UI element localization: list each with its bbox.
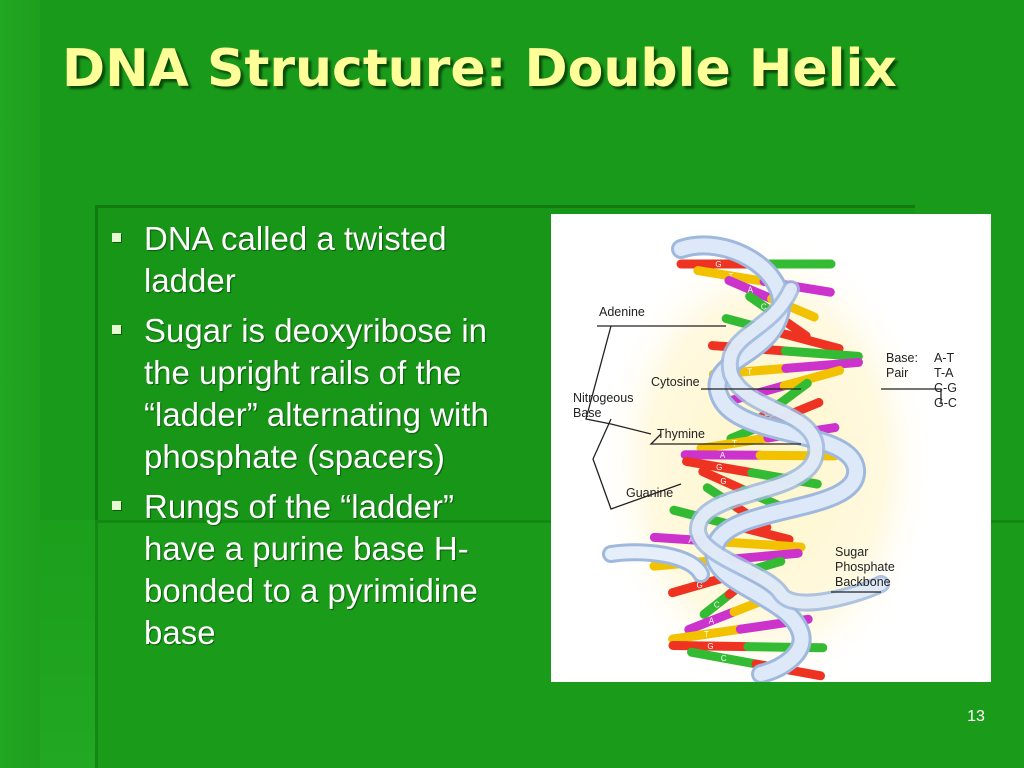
rung-segment <box>723 537 806 552</box>
rung-segment <box>699 589 734 619</box>
label-pair-at: A-T <box>934 351 955 365</box>
rung-segment <box>776 378 812 408</box>
rung-letter: C <box>721 654 727 663</box>
rung-segment <box>680 450 765 460</box>
rung-segment <box>696 433 773 453</box>
rung-segment <box>682 456 757 478</box>
label-cytosine: Cytosine <box>651 375 700 389</box>
label-pair-gc: G-C <box>934 396 957 410</box>
backbone-strand-2-highlight <box>692 283 887 609</box>
label-phosphate: Phosphate <box>835 560 895 574</box>
label-pair-ta: T-A <box>934 366 954 380</box>
label-sugar: Sugar <box>835 545 868 559</box>
rung-segment <box>778 329 844 354</box>
label-thymine: Thymine <box>657 427 705 441</box>
square-bullet-icon <box>112 325 121 334</box>
label-guanine: Guanine <box>626 486 673 500</box>
label-nitrogenous-base-2: Base <box>573 406 602 420</box>
bullet-list: DNA called a twisted ladder Sugar is deo… <box>110 218 530 662</box>
square-bullet-icon <box>112 501 121 510</box>
rung-letter: C <box>714 600 720 609</box>
rung-letter: A <box>748 286 754 295</box>
rung-segment <box>781 357 863 373</box>
background-stripe <box>0 0 40 768</box>
rung-segment <box>779 365 845 391</box>
square-bullet-icon <box>112 233 121 242</box>
bullet-item: DNA called a twisted ladder <box>110 218 530 302</box>
rung-letter: G <box>716 463 722 472</box>
rung-letter: G <box>720 477 726 486</box>
rung-letter: T <box>747 367 752 376</box>
label-pair-cg: C-G <box>934 381 957 395</box>
label-leader-lines <box>585 325 942 593</box>
rung-segment <box>687 647 761 669</box>
rung-segment <box>743 642 828 653</box>
page-number: 13 <box>967 708 985 725</box>
label-base-pair-2: Pair <box>886 366 908 380</box>
bullet-text: Rungs of the “ladder” have a purine base… <box>144 488 478 651</box>
rung-segment <box>668 624 745 644</box>
bullet-item: Rungs of the “ladder” have a purine base… <box>110 486 530 654</box>
rung-segment <box>668 641 753 652</box>
rung-letter: T <box>729 272 734 281</box>
rung-segment <box>668 572 732 598</box>
backbone-strand-tail-highlight <box>605 546 707 580</box>
rung-segment <box>724 276 777 304</box>
rung-letter: G <box>707 642 713 651</box>
label-backbone: Backbone <box>835 575 891 589</box>
rung-letter: A <box>709 617 715 626</box>
slide-title: DNA Structure: Double Helix <box>62 39 897 99</box>
rung-letter: C <box>761 302 767 311</box>
label-nitrogenous-base-1: Nitrogeous <box>573 391 633 405</box>
rung-segment <box>698 467 749 495</box>
rung-segment <box>693 266 769 286</box>
rung-letter: G <box>696 581 702 590</box>
label-adenine: Adenine <box>599 305 645 319</box>
label-base-pair-1: Base: <box>886 351 918 365</box>
rung-segment <box>684 607 739 635</box>
bullet-item: Sugar is deoxyribose in the upright rail… <box>110 310 530 478</box>
rung-letter: G <box>715 260 721 269</box>
bullet-text: DNA called a twisted ladder <box>144 220 447 299</box>
rung-letter: A <box>720 451 726 460</box>
rung-letter: T <box>704 630 709 639</box>
bullet-text: Sugar is deoxyribose in the upright rail… <box>144 312 489 475</box>
rung-segment <box>780 346 863 361</box>
